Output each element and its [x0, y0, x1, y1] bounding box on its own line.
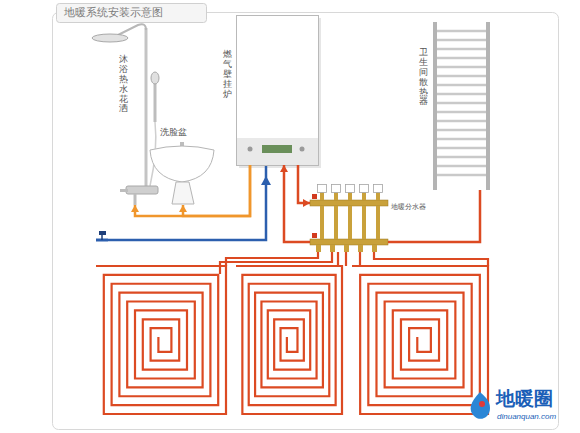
- pipe-line: [135, 165, 250, 216]
- pipe-line: [388, 190, 480, 242]
- watermark-text: 地暖圈: [496, 389, 553, 410]
- diagram-title: 地暖系统安装示意图: [64, 6, 163, 18]
- part-label: 卫生间散热器: [419, 48, 428, 107]
- radiator-node: 卫生间散热器: [432, 22, 492, 190]
- part-label: 沐浴热水花洒: [119, 55, 128, 114]
- pipe-connector: [388, 190, 480, 242]
- label-holder: 地暖分水器: [391, 203, 426, 211]
- pipe-line: [298, 165, 310, 203]
- arrow-head: [280, 165, 288, 172]
- boiler-node: 燃气壁挂炉: [236, 15, 318, 165]
- watermark-url: dinuanquan.com: [497, 413, 556, 422]
- pipe-connector: [280, 165, 310, 242]
- pipe-connector: [179, 165, 250, 216]
- pipe-line: [284, 165, 310, 242]
- part-label: 洗脸盆: [160, 128, 187, 138]
- label-holder: 洗脸盆: [160, 128, 187, 138]
- label-holder: dinuanquan.com: [497, 413, 556, 422]
- basin-node: 洗脸盆: [148, 140, 215, 205]
- manifold-node: 地暖分水器: [310, 183, 388, 255]
- label-holder: 地暖圈: [496, 389, 553, 410]
- arrow-head: [303, 199, 310, 207]
- arrow-head: [179, 205, 187, 212]
- part-label: 地暖分水器: [391, 203, 426, 211]
- label-holder: 沐浴热水花洒: [119, 55, 128, 114]
- label-holder: 卫生间散热器: [419, 48, 428, 107]
- shower-node: 沐浴热水花洒: [90, 25, 160, 205]
- arrow-head: [131, 205, 139, 212]
- label-holder: 燃气壁挂炉: [223, 50, 232, 99]
- title-holder: 地暖系统安装示意图: [64, 6, 163, 18]
- pipe-connector: [298, 165, 310, 207]
- pipe-line: [183, 165, 250, 216]
- pipe-connector: [131, 165, 250, 216]
- part-label: 燃气壁挂炉: [223, 50, 232, 99]
